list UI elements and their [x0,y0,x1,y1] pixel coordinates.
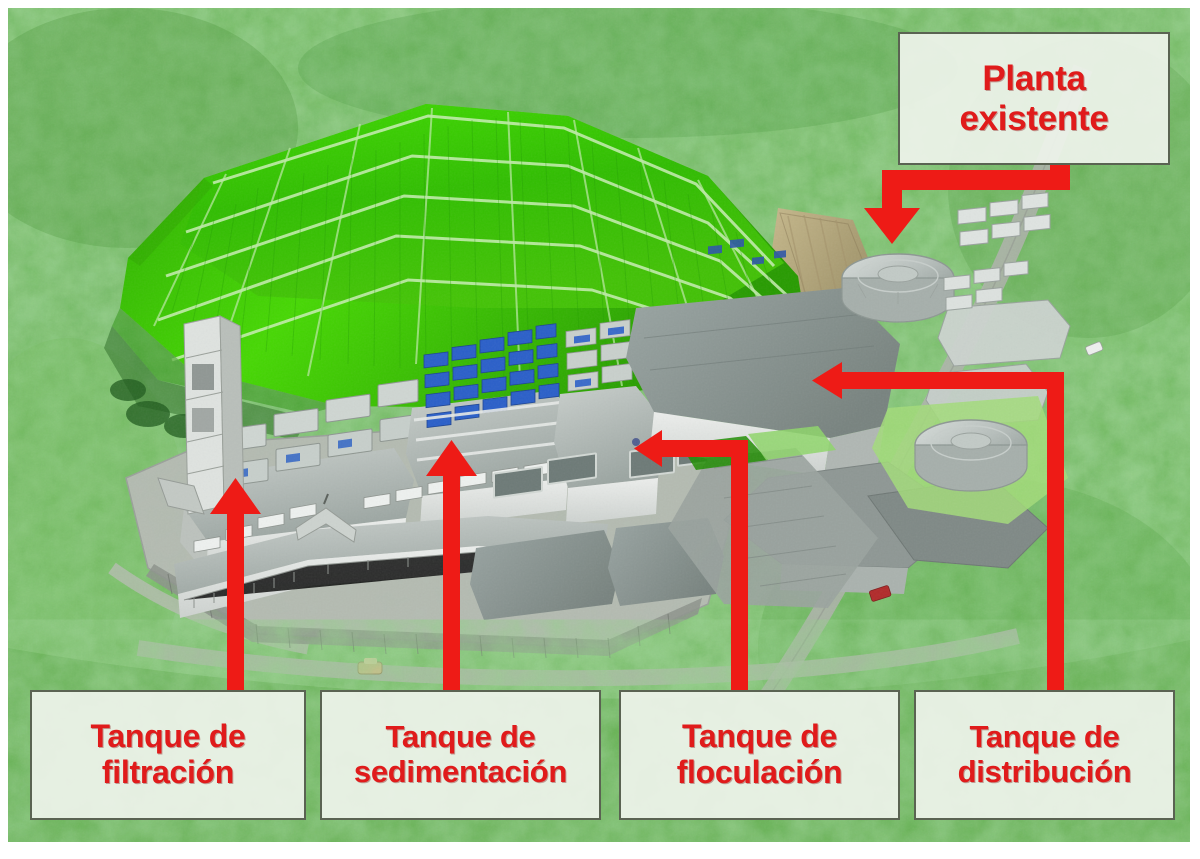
callout-line-1: Tanque de [682,718,837,755]
callout-tanque-floculacion: Tanque de floculación [619,690,900,820]
callout-line-2: existente [959,98,1109,138]
vehicles [357,341,1104,675]
stair-tower [183,315,245,515]
callout-line-1: Tanque de [90,718,246,755]
vehicle-red [869,585,892,602]
vehicle-tan [357,658,383,675]
callout-line-2: sedimentación [353,754,568,789]
callout-line-2: floculación [676,754,843,790]
existing-plant-tank [841,253,955,323]
callout-line-1: Tanque de [385,719,536,755]
callout-line-1: Tanque de [969,719,1120,755]
callout-tanque-sedimentacion: Tanque de sedimentación [320,690,601,820]
callout-line-2: distribución [957,754,1132,789]
vehicle-white [1085,341,1104,356]
callout-planta-existente: Planta existente [898,32,1170,165]
callout-tanque-filtracion: Tanque de filtración [30,690,306,820]
callout-line-1: Planta [982,59,1086,99]
callout-line-2: filtración [101,754,235,790]
flocculation-basins [554,319,668,524]
callout-tanque-distribucion: Tanque de distribución [914,690,1175,820]
lawn-patch [872,396,1068,524]
